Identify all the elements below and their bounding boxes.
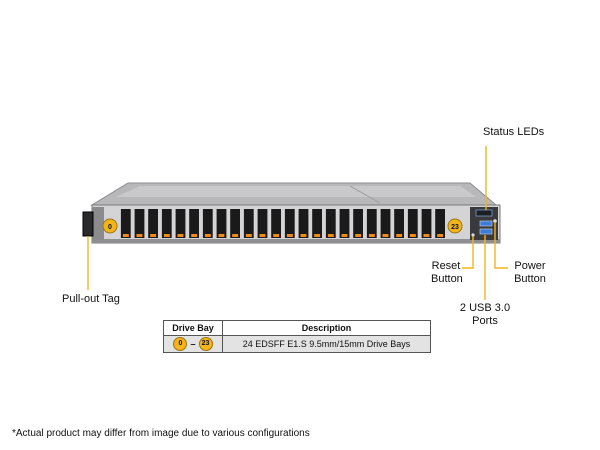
drive-latch-1 xyxy=(136,234,143,237)
bay-start-badge: 0 xyxy=(173,337,188,351)
reset-button-label-line2: Button xyxy=(431,273,463,285)
table-header-row: Drive Bay Description xyxy=(163,320,431,336)
usb-port-2 xyxy=(479,228,493,235)
drive-bay-12 xyxy=(284,209,295,238)
front-panel-shadow xyxy=(92,239,500,243)
drive-bay-table: Drive Bay Description 0–23 24 EDSFF E1.S… xyxy=(163,320,431,353)
drive-latch-20 xyxy=(396,234,403,237)
reset-button-line xyxy=(462,236,474,269)
reset-button-dot xyxy=(471,233,475,237)
drive-latch-3 xyxy=(163,234,170,237)
pullout-tag xyxy=(82,211,94,237)
power-button-dot xyxy=(493,219,497,223)
callout-lines xyxy=(87,146,508,300)
drive-latch-22 xyxy=(423,234,430,237)
drive-bay-1 xyxy=(134,209,145,238)
drive-bay-14 xyxy=(312,209,322,238)
usb-port-1 xyxy=(479,220,493,227)
drive-latch-21 xyxy=(409,234,416,237)
status-leds-label: Status LEDs xyxy=(483,126,545,138)
table-cell-description: 24 EDSFF E1.S 9.5mm/15mm Drive Bays xyxy=(222,335,431,353)
drive-bay-13 xyxy=(298,209,309,238)
bay-end-badge: 23 xyxy=(198,337,213,351)
drive-latch-18 xyxy=(368,234,375,237)
drive-latch-15 xyxy=(327,234,334,237)
bay-badge-first-label: 0 xyxy=(108,224,112,231)
bay-range-dash: – xyxy=(190,339,196,349)
front-panel xyxy=(91,204,501,244)
bay-badge-last-label: 23 xyxy=(451,224,459,231)
drive-bay-16 xyxy=(339,209,350,238)
drive-bay-19 xyxy=(380,209,391,238)
table-header-drive-bay: Drive Bay xyxy=(163,320,223,336)
usb-ports-label: 2 USB 3.0 Ports xyxy=(458,302,512,328)
drive-latch-12 xyxy=(286,234,293,237)
chassis-top-seam xyxy=(349,185,381,204)
usb-ports-label-line1: 2 USB 3.0 xyxy=(459,302,511,314)
left-ear xyxy=(92,207,104,240)
chassis-top-sheen xyxy=(116,186,476,197)
drive-bay-10 xyxy=(257,209,268,238)
drive-bay-5 xyxy=(189,209,199,238)
reset-button-label: Reset Button xyxy=(431,260,463,286)
drive-latch-13 xyxy=(300,234,307,237)
table-cell-drive-bay: 0–23 xyxy=(163,335,223,353)
drive-bay-2 xyxy=(148,209,158,238)
bay-badge-first: 0 xyxy=(102,218,118,234)
power-button-label-line1: Power xyxy=(514,260,546,272)
status-led-strip xyxy=(475,209,493,217)
power-button-label-line2: Button xyxy=(514,273,546,285)
drive-bay-15 xyxy=(325,209,336,238)
drive-latch-0 xyxy=(122,234,129,237)
pullout-tag-label: Pull-out Tag xyxy=(62,293,120,305)
usb-ports-label-line2: Ports xyxy=(472,315,498,327)
drive-bay-23 xyxy=(435,209,445,238)
drive-latch-6 xyxy=(204,234,211,237)
table-header-description: Description xyxy=(222,320,431,336)
drive-latch-14 xyxy=(314,234,321,237)
reset-button-label-line1: Reset xyxy=(431,260,461,272)
drive-latch-23 xyxy=(437,234,444,237)
drive-latch-2 xyxy=(150,234,157,237)
drive-bay-22 xyxy=(421,209,432,238)
drive-bay-6 xyxy=(202,209,213,238)
power-button-line xyxy=(494,222,508,269)
table-row: 0–23 24 EDSFF E1.S 9.5mm/15mm Drive Bays xyxy=(163,335,431,353)
footnote: *Actual product may differ from image du… xyxy=(12,428,310,439)
drive-latch-17 xyxy=(355,234,362,237)
drive-bay-4 xyxy=(175,209,186,238)
drive-bay-3 xyxy=(161,209,172,238)
drive-latch-9 xyxy=(245,234,252,237)
drive-latch-7 xyxy=(218,234,225,237)
drive-latch-5 xyxy=(191,234,198,237)
drive-bay-8 xyxy=(230,209,240,238)
drive-bay-7 xyxy=(216,209,227,238)
drive-bay-0 xyxy=(120,209,131,238)
drive-bay-21 xyxy=(407,209,418,238)
drive-latch-10 xyxy=(259,234,266,237)
drive-bay-9 xyxy=(243,209,254,238)
drive-bay-20 xyxy=(394,209,404,238)
drive-bay-18 xyxy=(366,209,377,238)
drive-latch-11 xyxy=(273,234,280,237)
drive-latch-4 xyxy=(177,234,184,237)
drive-bays xyxy=(120,209,445,238)
drive-latch-16 xyxy=(341,234,348,237)
drive-latch-8 xyxy=(232,234,239,237)
drive-bay-11 xyxy=(271,209,281,238)
bay-badge-last: 23 xyxy=(447,218,463,234)
power-button-label: Power Button xyxy=(512,260,548,286)
drive-latch-19 xyxy=(382,234,389,237)
drive-bay-17 xyxy=(353,209,363,238)
